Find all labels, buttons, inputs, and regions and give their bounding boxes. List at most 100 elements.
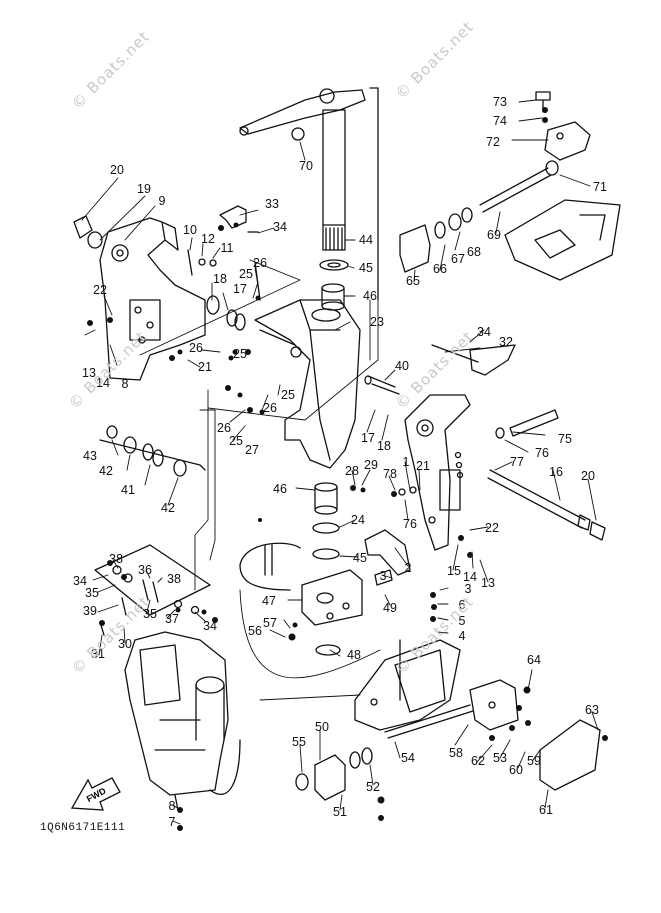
rubber-mount-50: [295, 747, 373, 801]
callout-c75: 75: [558, 432, 572, 446]
fwd-arrow-icon: FWD: [70, 777, 121, 811]
callout-c32: 32: [499, 335, 513, 349]
callout-c22a: 22: [93, 283, 107, 297]
callout-c4: 4: [459, 629, 466, 643]
plate-2-3: [364, 529, 411, 586]
callout-c39: 39: [83, 604, 97, 618]
callout-c46a: 46: [363, 289, 377, 303]
callout-c2: 2: [405, 561, 412, 575]
bolt-75: [495, 409, 559, 439]
callout-c62: 62: [471, 754, 485, 768]
callout-c37: 37: [165, 612, 179, 626]
callout-c78: 78: [383, 467, 397, 481]
callout-c1: 1: [403, 455, 410, 469]
callout-c50: 50: [315, 720, 329, 734]
callout-c57: 57: [263, 616, 277, 630]
callout-c71: 71: [593, 180, 607, 194]
washer-19: [87, 231, 103, 249]
callout-c6: 6: [459, 598, 466, 612]
callout-c27: 27: [245, 443, 259, 457]
callout-c45b: 45: [353, 551, 367, 565]
callout-c25b: 25: [233, 347, 247, 361]
callout-c8a: 8: [122, 377, 129, 391]
link-rod-69: [479, 160, 559, 213]
callout-c30: 30: [118, 637, 132, 651]
leader-lines: [81, 89, 599, 825]
callout-c34d: 34: [203, 619, 217, 633]
callout-c13b: 13: [481, 576, 495, 590]
callout-c67: 67: [451, 252, 465, 266]
callout-c69: 69: [487, 228, 501, 242]
callout-c63: 63: [585, 703, 599, 717]
bushing-46-upper: [321, 283, 345, 311]
callout-c8b: 8: [169, 799, 176, 813]
callout-c40: 40: [395, 359, 409, 373]
callout-c34c: 34: [73, 574, 87, 588]
callout-c45a: 45: [359, 261, 373, 275]
callout-c21a: 21: [198, 360, 212, 374]
diagram-code: 1Q6N6171E111: [40, 822, 126, 834]
bracket-72: [544, 121, 591, 161]
callout-c72: 72: [486, 135, 500, 149]
callout-c25c: 25: [281, 388, 295, 402]
bottom-cowling-section: [504, 199, 621, 281]
callout-c17b: 17: [361, 431, 375, 445]
callout-c48: 48: [347, 648, 361, 662]
callout-c20a: 20: [110, 163, 124, 177]
washer-45-upper: [319, 259, 349, 271]
callout-c65: 65: [406, 274, 420, 288]
tilt-tube-16: [487, 469, 591, 531]
grease-nipple-20-right: [589, 521, 606, 541]
power-trim-tilt-unit: [124, 631, 229, 796]
callout-c13a: 13: [82, 366, 96, 380]
callout-c35a: 35: [85, 586, 99, 600]
callout-c58: 58: [449, 746, 463, 760]
callout-c44: 44: [359, 233, 373, 247]
callout-c68: 68: [467, 245, 481, 259]
bushing-46-lower: [314, 482, 338, 515]
fwd-label: FWD: [85, 785, 108, 804]
callout-c74: 74: [493, 114, 507, 128]
callout-c42a: 42: [99, 464, 113, 478]
callout-labels: 2019910121133347044454673747271696867666…: [73, 95, 607, 829]
callout-c41: 41: [121, 483, 135, 497]
callout-c20b: 20: [581, 469, 595, 483]
callout-c66: 66: [433, 262, 447, 276]
clamp-bracket-right: [398, 394, 471, 551]
callout-c22b: 22: [485, 521, 499, 535]
callout-c55: 55: [292, 735, 306, 749]
callout-c3b: 3: [465, 582, 472, 596]
callout-c38b: 38: [167, 572, 181, 586]
callout-c10: 10: [183, 223, 197, 237]
callout-c16: 16: [549, 465, 563, 479]
bushing-detail-inset: [239, 542, 301, 591]
callout-c35b: 35: [143, 607, 157, 621]
harness-wire: [174, 739, 241, 811]
callout-c73: 73: [493, 95, 507, 109]
bracket-32: [431, 344, 516, 376]
callout-c26d: 26: [217, 421, 231, 435]
callout-c34a: 34: [273, 220, 287, 234]
callout-c76a: 76: [535, 446, 549, 460]
callout-c15: 15: [447, 564, 461, 578]
callout-c26a: 26: [253, 256, 267, 270]
callout-c60: 60: [509, 763, 523, 777]
callout-c12: 12: [201, 232, 215, 246]
callout-c5: 5: [459, 614, 466, 628]
callout-c21b: 21: [416, 459, 430, 473]
callout-c64: 64: [527, 653, 541, 667]
washer-48: [315, 644, 341, 656]
callout-c38a: 38: [109, 552, 123, 566]
cover-61: [539, 719, 601, 791]
callout-c34b: 34: [477, 325, 491, 339]
callout-c29: 29: [364, 458, 378, 472]
callout-c7: 7: [169, 815, 176, 829]
callout-c28: 28: [345, 464, 359, 478]
callout-c11: 11: [221, 241, 234, 255]
washer-45-lower: [312, 522, 340, 560]
callout-c59: 59: [527, 754, 541, 768]
callout-c76b: 76: [403, 517, 417, 531]
callout-c46b: 46: [273, 482, 287, 496]
relay-parts-group: [94, 544, 211, 636]
yoke-47: [301, 569, 363, 626]
